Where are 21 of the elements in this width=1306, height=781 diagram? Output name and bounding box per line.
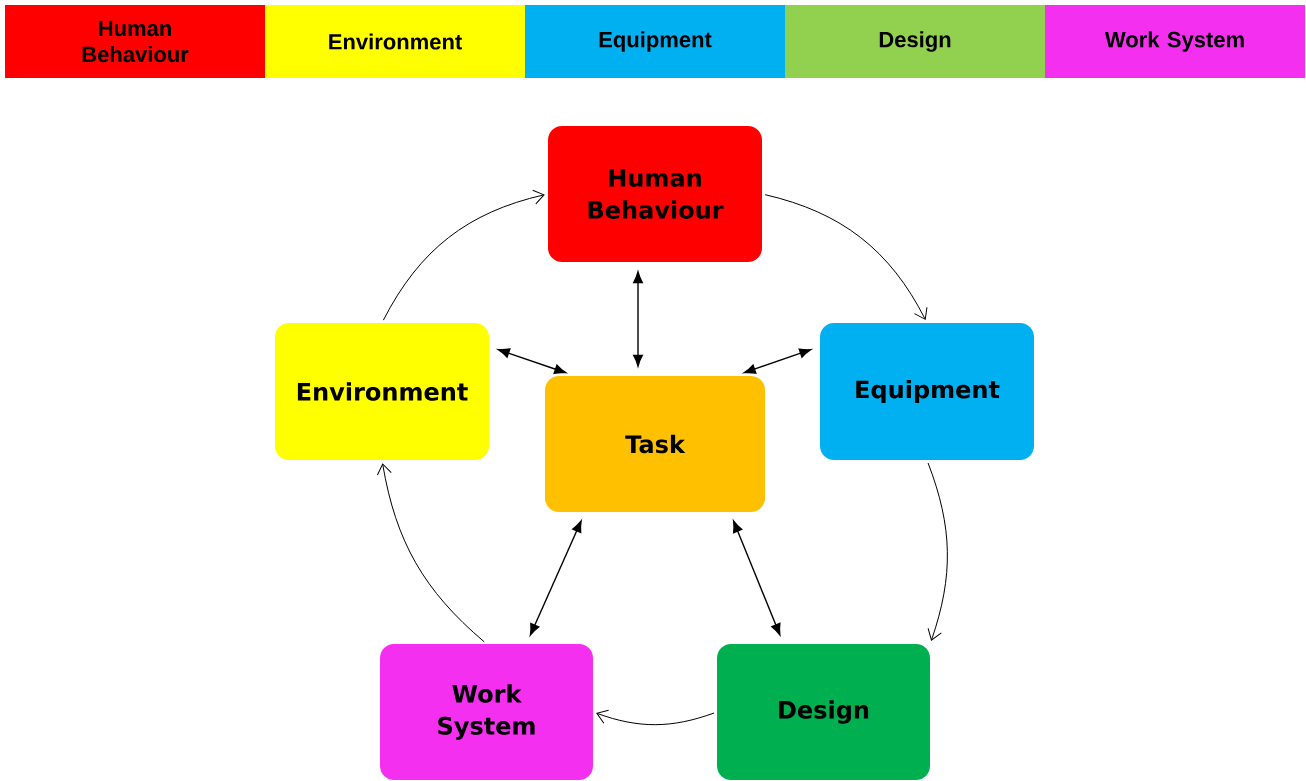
arrow: [743, 348, 812, 374]
process-box: Human Behaviour: [548, 126, 762, 262]
arrow: [529, 520, 582, 636]
arrow: [927, 462, 948, 641]
header-cell: Design: [785, 5, 1045, 78]
arrow: [376, 463, 485, 643]
header-cell: Work System: [1045, 5, 1305, 78]
header-cell: Human Behaviour: [5, 5, 265, 78]
process-box: Design: [717, 644, 930, 780]
process-box: Work System: [380, 644, 593, 780]
arrow: [764, 194, 928, 320]
arrow: [733, 520, 781, 636]
process-box: Equipment: [820, 323, 1034, 460]
arrow: [596, 709, 715, 726]
header-cell: Environment: [265, 5, 525, 78]
arrow: [633, 271, 643, 367]
header-cell: Equipment: [525, 5, 785, 78]
arrow: [382, 189, 545, 321]
process-box: Environment: [275, 323, 489, 460]
process-box: Task: [545, 376, 765, 512]
arrow: [497, 348, 567, 374]
